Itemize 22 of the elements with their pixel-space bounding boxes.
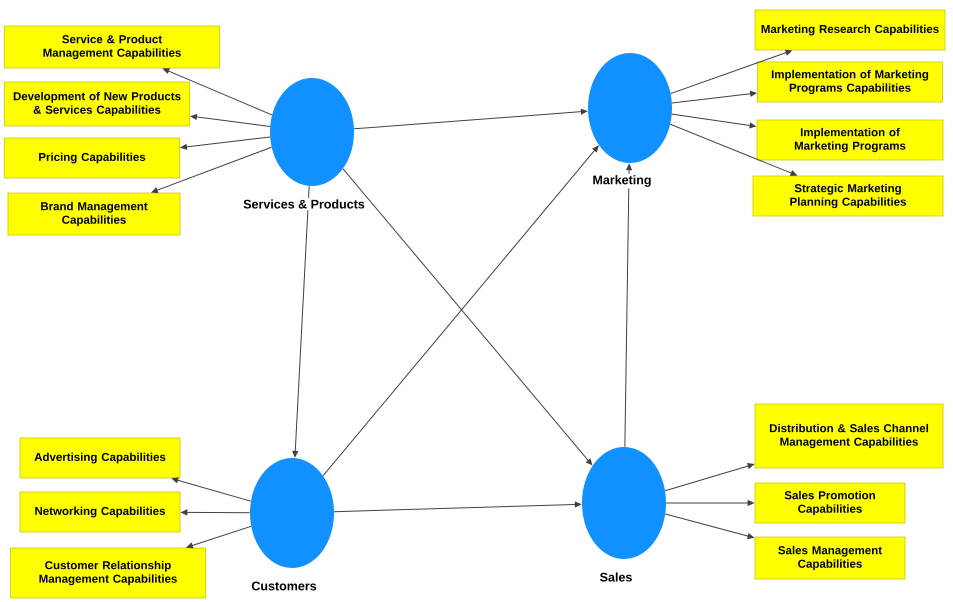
circle-label: Services & Products (242, 198, 366, 210)
capability-box: Customer Relationship Management Capabilities (10, 548, 206, 598)
circle (582, 446, 666, 559)
capability-box: Sales Promotion Capabilities (754, 482, 906, 524)
capability-box: Distribution & Sales Channel Management Capabilities (754, 404, 944, 468)
circle-label: Customers (250, 580, 318, 592)
capability-box: Implementation of Marketing Programs Capabilities (757, 62, 943, 102)
circle-label: Sales (598, 570, 634, 584)
capability-box: Marketing Research Capabilities (754, 10, 946, 50)
capability-box: Development of New Products & Services Capabilities (4, 82, 190, 126)
capability-box: Service & Product Management Capabilities (4, 26, 220, 68)
capability-box: Networking Capabilities (20, 492, 180, 532)
circle (270, 78, 354, 186)
capability-box: Advertising Capabilities (20, 438, 180, 478)
circle-label: Marketing (590, 174, 654, 188)
capability-box: Sales Management Capabilities (754, 536, 906, 580)
circle (588, 53, 672, 163)
capability-box: Brand Management Capabilities (8, 192, 180, 236)
capability-box: Strategic Marketing Planning Capabilities (752, 176, 944, 216)
capability-box: Pricing Capabilities (4, 138, 180, 178)
capability-box: Implementation of Marketing Programs (756, 120, 944, 160)
circle (250, 458, 334, 568)
